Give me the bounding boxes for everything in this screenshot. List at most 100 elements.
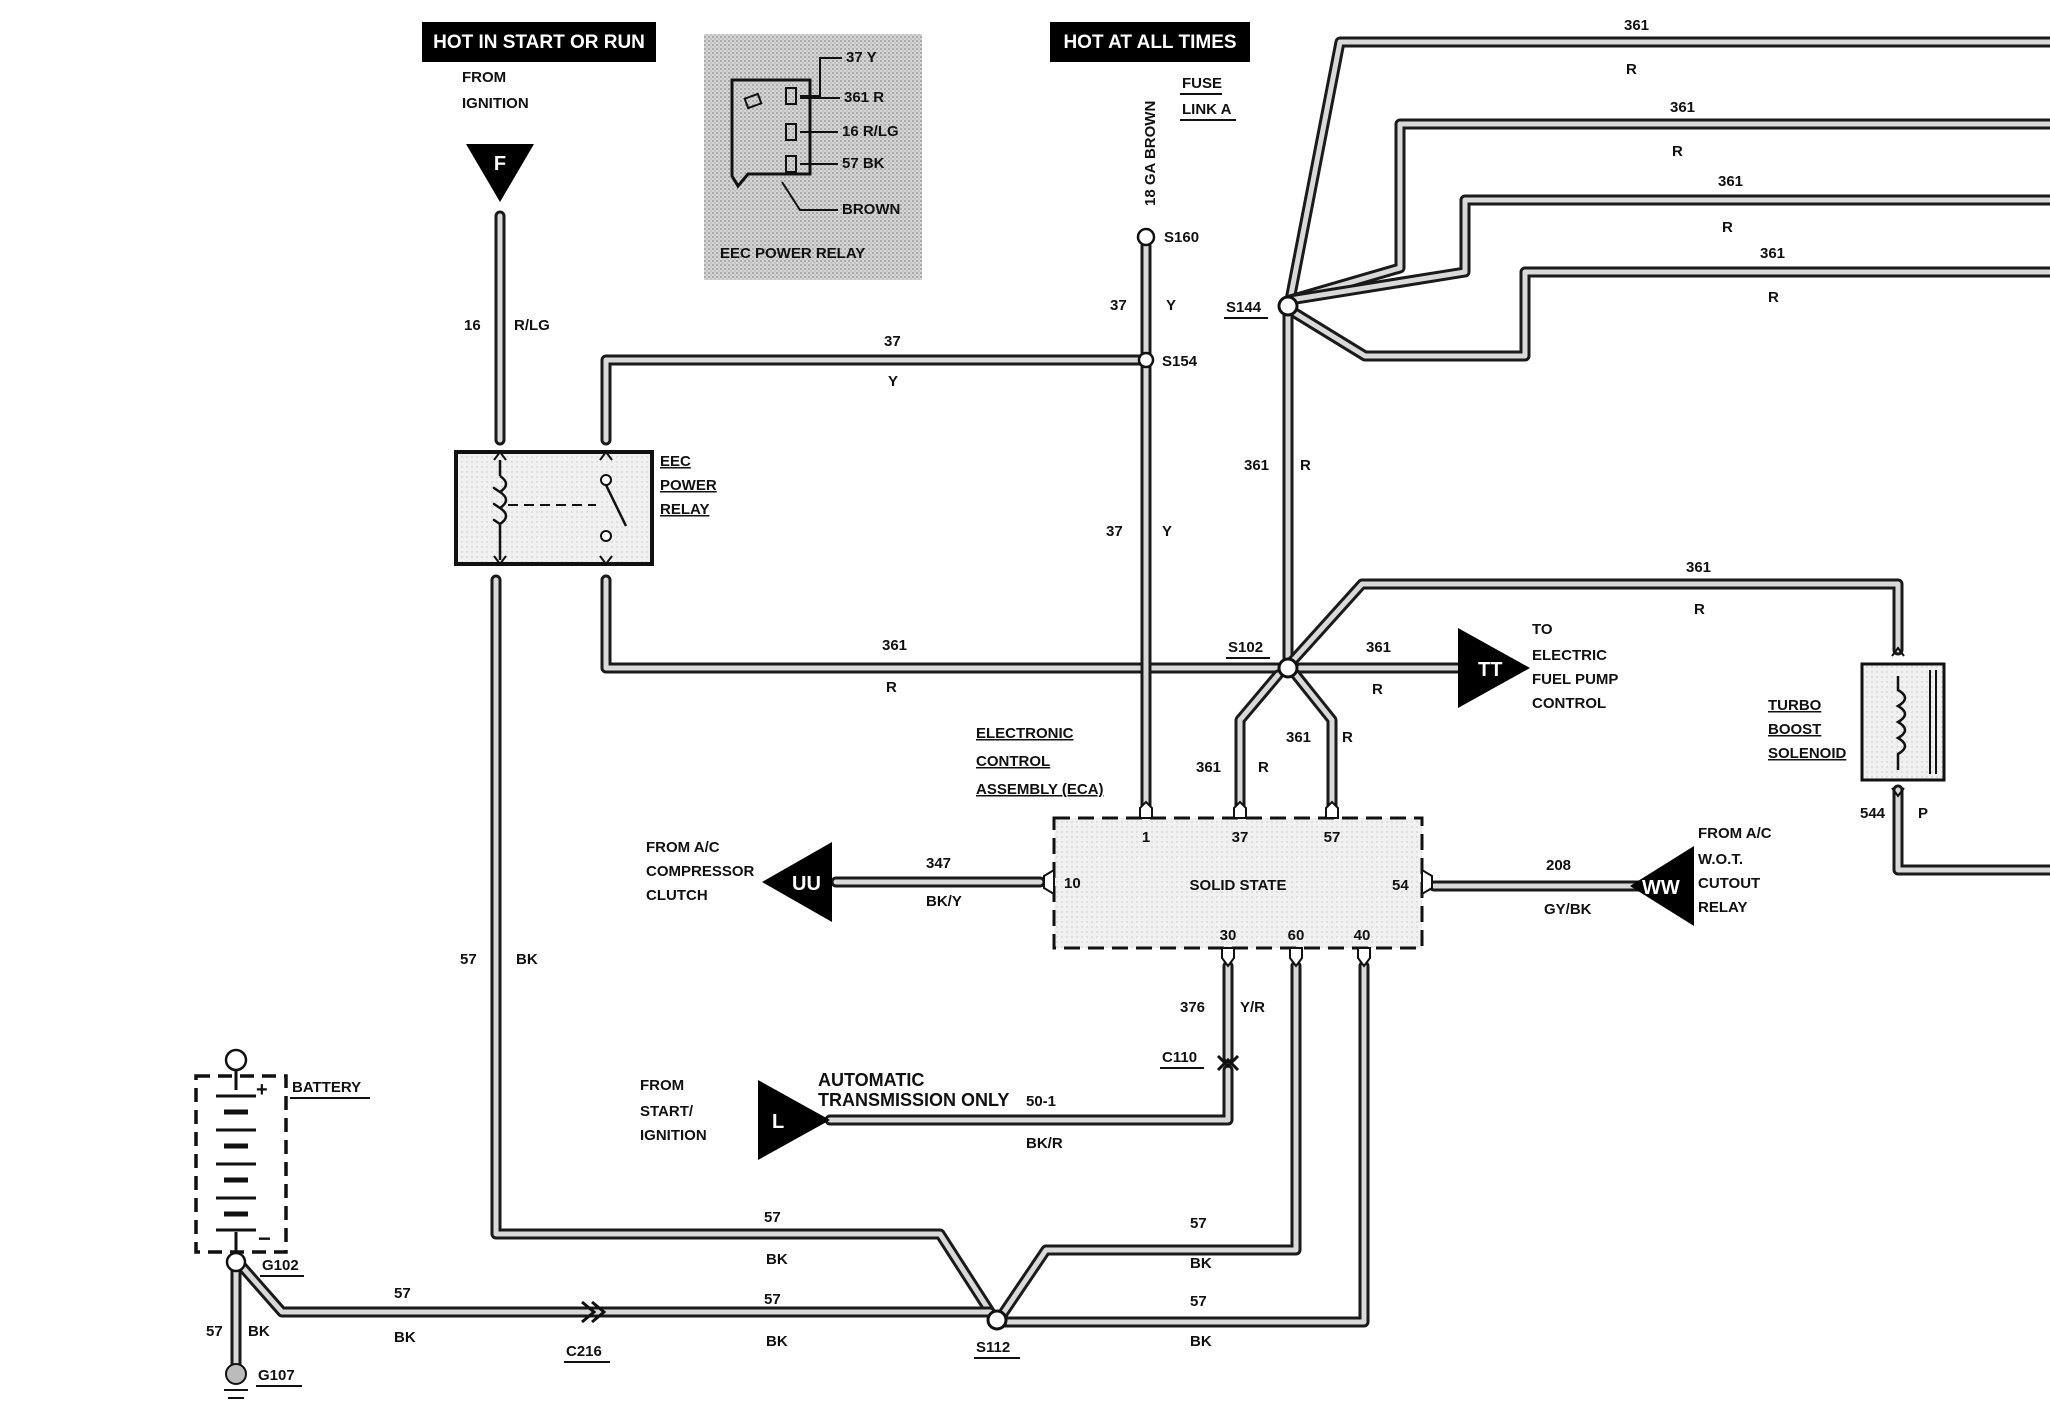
wire-16-number: 16	[464, 317, 481, 334]
splice-s154	[1137, 351, 1155, 369]
svg-text:HOT IN START OR RUN: HOT IN START OR RUN	[433, 32, 645, 53]
wire-361-r4-number: 361	[1760, 245, 1785, 262]
wire-361-p37-color: R	[1258, 759, 1269, 776]
svg-text:HOT AT ALL TIMES: HOT AT ALL TIMES	[1063, 32, 1236, 53]
ground-g107-icon	[224, 1363, 248, 1399]
turbo-boost-solenoid	[1860, 646, 1946, 798]
wot-label-2: W.O.T.	[1698, 851, 1743, 868]
wire-361-r3-number: 361	[1718, 173, 1743, 190]
c216-label: C216	[566, 1343, 602, 1360]
wire-57-bat-number: 57	[206, 1323, 223, 1340]
svg-text:+: +	[256, 1079, 268, 1101]
wire-57b-color: BK	[1190, 1255, 1212, 1272]
eca-pin-37: 37	[1232, 829, 1249, 846]
connector-uu-icon: UU	[762, 842, 832, 922]
svg-text:UU: UU	[792, 873, 821, 895]
from-ac-label-1: FROM A/C	[646, 839, 720, 856]
svg-text:F: F	[494, 153, 506, 175]
wire-57c-color: BK	[1190, 1333, 1212, 1350]
battery-label: BATTERY	[292, 1079, 361, 1096]
eca-pin-60: 60	[1288, 927, 1305, 944]
wire-361-p57-color: R	[1342, 729, 1353, 746]
wire-37a-number: 37	[884, 333, 901, 350]
s112-label: S112	[976, 1339, 1010, 1356]
wire-57a-color: BK	[766, 1251, 788, 1268]
turbo-label-3: SOLENOID	[1768, 745, 1847, 762]
wire-37c-number: 37	[1106, 523, 1123, 540]
wire-57-left-color: BK	[516, 951, 538, 968]
wire-361-r1-number: 361	[1624, 17, 1649, 34]
wire-361-relay-number: 361	[882, 637, 907, 654]
from-start-label-1: FROM	[640, 1077, 684, 1094]
wire-376-number: 376	[1180, 999, 1205, 1016]
eec-relay-label-1: EEC	[660, 453, 691, 470]
eca-module: SOLID STATE	[1043, 800, 1433, 968]
wire-347-color: BK/Y	[926, 893, 962, 910]
wire-57-bat-color: BK	[248, 1323, 270, 1340]
inset-title: EEC POWER RELAY	[720, 245, 865, 262]
eca-pin-10: 10	[1064, 875, 1081, 892]
from-ac-label-3: CLUTCH	[646, 887, 708, 904]
turbo-label-1: TURBO	[1768, 697, 1822, 714]
wire-361-r1-color: R	[1626, 61, 1637, 78]
eca-pin-40: 40	[1354, 927, 1371, 944]
wire-16-color: R/LG	[514, 317, 550, 334]
wire-208-number: 208	[1546, 857, 1571, 874]
to-fuel-label-3: FUEL PUMP	[1532, 671, 1618, 688]
eca-label-2: CONTROL	[976, 753, 1050, 770]
svg-text:−: −	[258, 1226, 271, 1251]
inset-pin-37: 37 Y	[846, 49, 877, 66]
wire-50-color: BK/R	[1026, 1135, 1063, 1152]
from-ignition-label-1: FROM	[462, 69, 506, 86]
wire-57b-number: 57	[1190, 1215, 1207, 1232]
wire-37b-number: 37	[1110, 297, 1127, 314]
fuse-link-label-1: FUSE	[1182, 75, 1222, 92]
connector-f-icon: F	[466, 144, 534, 202]
from-ignition-label-2: IGNITION	[462, 95, 529, 112]
svg-text:TT: TT	[1478, 659, 1502, 681]
eca-label-1: ELECTRONIC	[976, 725, 1074, 742]
wire-57d-number: 57	[764, 1291, 781, 1308]
from-start-label-2: START/	[640, 1103, 694, 1120]
connector-c110	[1216, 1054, 1240, 1072]
wire-37b-color: Y	[1166, 297, 1176, 314]
eca-pin-1: 1	[1142, 829, 1150, 846]
wires	[230, 36, 2050, 1376]
wire-361-tt-number: 361	[1366, 639, 1391, 656]
inset-pin-57: 57 BK	[842, 155, 885, 172]
eca-label-3: ASSEMBLY (ECA)	[976, 781, 1104, 798]
connector-l-icon: L	[758, 1080, 830, 1160]
auto-trans-label-2: TRANSMISSION ONLY	[818, 1090, 1009, 1110]
battery: + −	[194, 1048, 288, 1273]
s102-label: S102	[1228, 639, 1263, 656]
wire-361-turbo-number: 361	[1686, 559, 1711, 576]
g102-label: G102	[262, 1257, 299, 1274]
wire-361-p57-number: 361	[1286, 729, 1311, 746]
g107-label: G107	[258, 1367, 295, 1384]
svg-text:L: L	[772, 1111, 784, 1133]
wire-37c-color: Y	[1162, 523, 1172, 540]
fuse-link-label-2: LINK A	[1182, 101, 1232, 118]
wire-57c-number: 57	[1190, 1293, 1207, 1310]
to-fuel-label-4: CONTROL	[1532, 695, 1606, 712]
wire-347-number: 347	[926, 855, 951, 872]
brown-18ga-label: 18 GA BROWN	[1142, 101, 1159, 206]
wire-57e-color: BK	[394, 1329, 416, 1346]
wot-label-1: FROM A/C	[1698, 825, 1772, 842]
wire-361-r2-number: 361	[1670, 99, 1695, 116]
s160-label: S160	[1164, 229, 1199, 246]
from-ac-label-2: COMPRESSOR	[646, 863, 755, 880]
inset-pin-361: 361 R	[844, 89, 884, 106]
svg-text:WW: WW	[1642, 877, 1680, 899]
inset-pin-16: 16 R/LG	[842, 123, 899, 140]
connector-ww-icon: WW	[1630, 846, 1694, 926]
wire-57e-number: 57	[394, 1285, 411, 1302]
s144-label: S144	[1226, 299, 1262, 316]
eec-power-relay	[454, 450, 654, 566]
wot-label-3: CUTOUT	[1698, 875, 1760, 892]
wire-361-r3-color: R	[1722, 219, 1733, 236]
connector-tt-icon: TT	[1458, 628, 1530, 708]
wire-361-turbo-color: R	[1694, 601, 1705, 618]
connector-c216	[581, 1300, 607, 1324]
